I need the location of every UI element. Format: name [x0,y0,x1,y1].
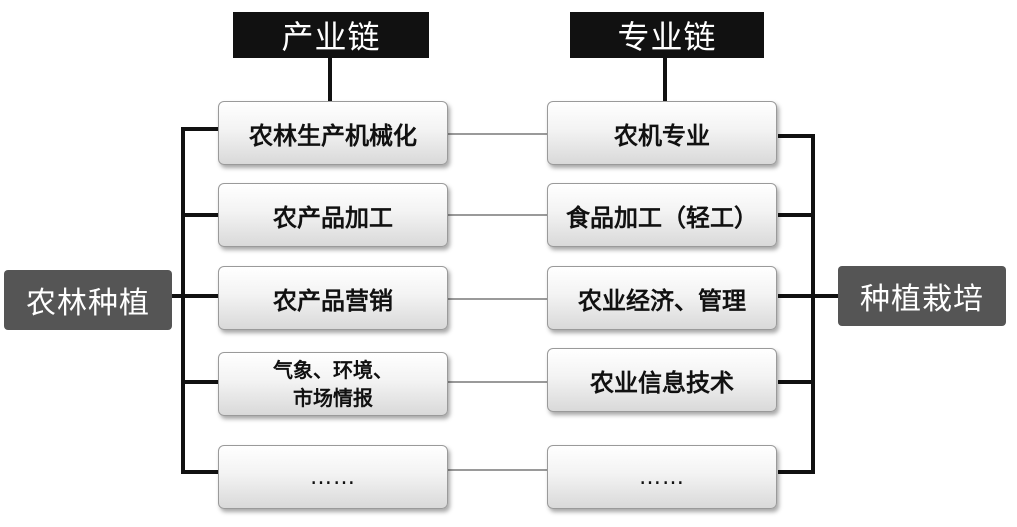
side-left-label: 农林种植 [26,286,150,321]
ellipsis-label: …… [639,464,685,490]
major-box-agri-economics: 农业经济、管理 [547,266,777,330]
major-box-agri-it: 农业信息技术 [547,348,777,412]
major-box-label: 农业经济、管理 [578,286,746,315]
industry-box-intelligence: 气象、环境、 市场情报 [218,352,448,416]
industry-box-label: 农林生产机械化 [249,121,417,150]
header-major-chain: 专业链 [570,12,764,58]
header-industry-chain-label: 产业链 [281,18,381,56]
header-industry-chain: 产业链 [233,12,429,58]
header-major-chain-label: 专业链 [617,18,717,56]
industry-box-label-line2: 市场情报 [293,386,373,410]
industry-box-marketing: 农产品营销 [218,266,448,330]
side-right-label: 种植栽培 [860,282,984,317]
major-box-more: …… [547,445,777,509]
major-box-food-processing: 食品加工（轻工） [547,183,777,247]
industry-box-label-line1: 气象、环境、 [273,358,393,382]
industry-box-more: …… [218,445,448,509]
industry-box-processing: 农产品加工 [218,183,448,247]
side-right-cultivation: 种植栽培 [838,266,1006,326]
major-box-label: 食品加工（轻工） [566,203,758,232]
major-box-agri-machinery: 农机专业 [547,101,777,165]
ellipsis-label: …… [310,464,356,490]
major-box-label: 农业信息技术 [590,368,734,397]
side-left-planting: 农林种植 [4,270,172,330]
major-box-label: 农机专业 [614,121,710,150]
industry-box-label: 农产品加工 [273,203,393,232]
industry-box-mechanization: 农林生产机械化 [218,101,448,165]
industry-box-label: 农产品营销 [273,286,393,315]
